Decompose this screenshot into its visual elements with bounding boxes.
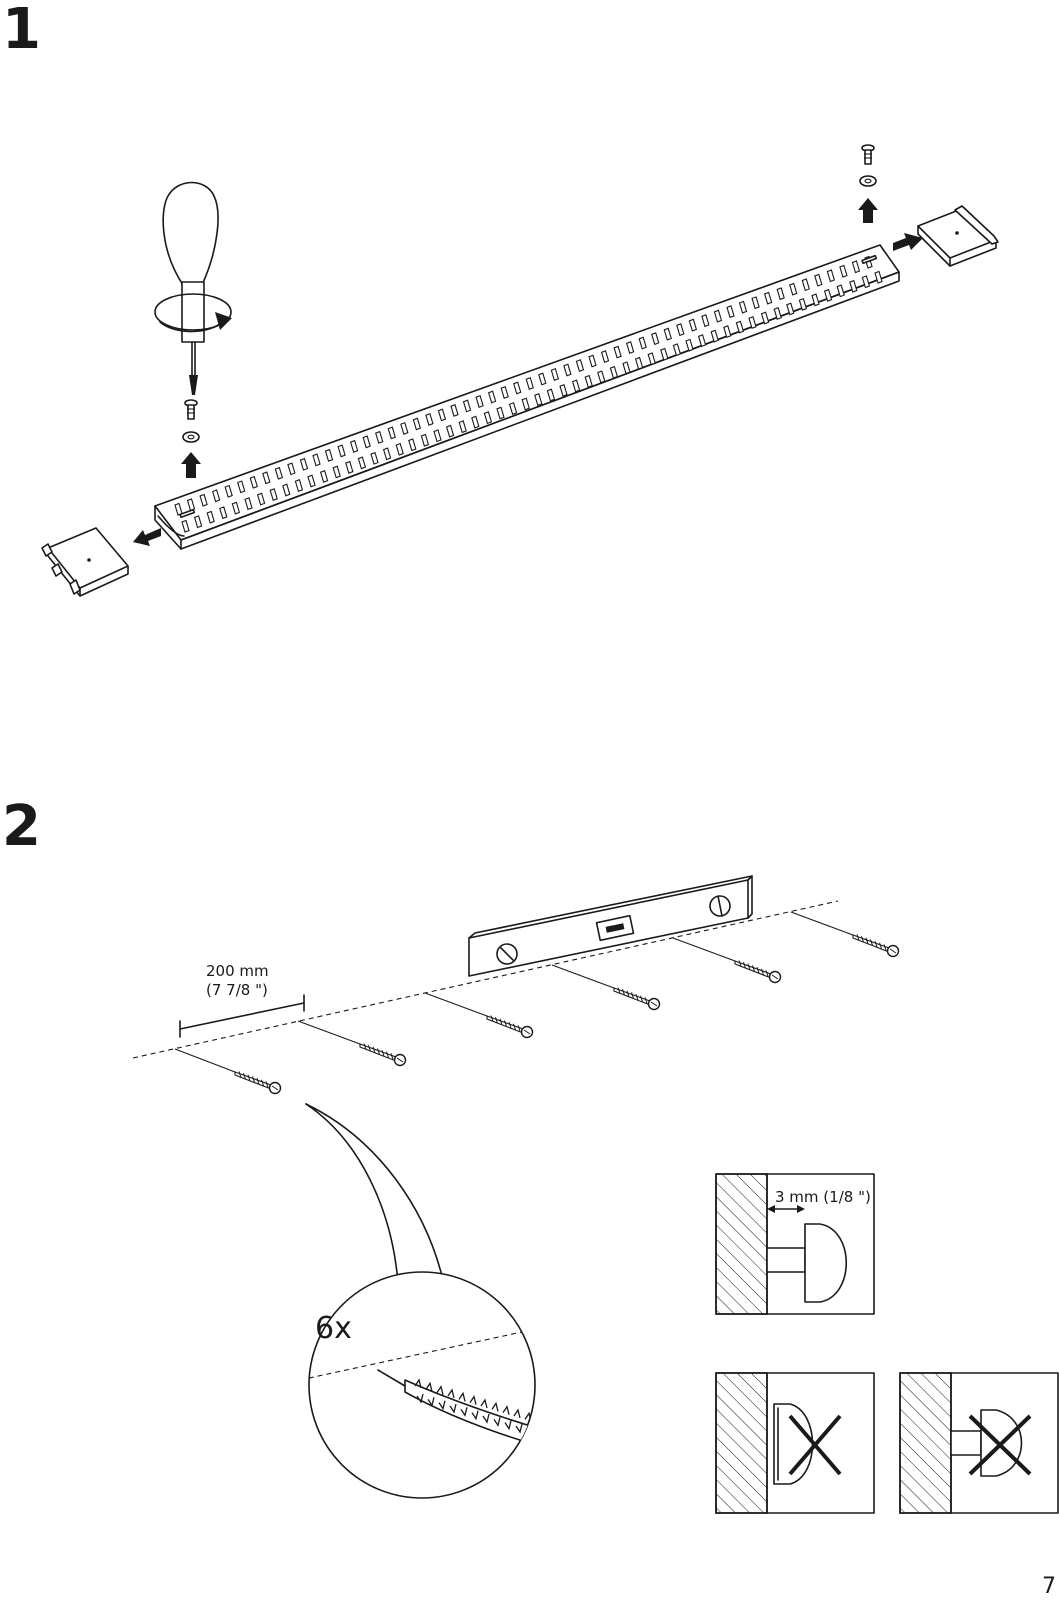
perforated-rail — [155, 245, 899, 549]
spacing-mm-label: 200 mm — [206, 962, 269, 980]
washer-icon — [860, 176, 876, 186]
wall-screw-icon — [853, 935, 899, 957]
screwdriver-icon — [163, 183, 218, 396]
step-2-number: 2 — [2, 794, 41, 859]
wall-screw-icon — [360, 1044, 406, 1066]
wall-screw-icon — [487, 1016, 533, 1038]
wall-screw-icon — [614, 988, 660, 1010]
magnifier-callout: 6x — [300, 1104, 620, 1498]
washer-icon — [183, 432, 199, 442]
end-cap-left — [42, 528, 128, 596]
end-cap-right — [918, 206, 998, 266]
screw-icon — [185, 400, 197, 419]
wall-screw-icon — [735, 961, 781, 983]
detail-wrong-too-deep — [716, 1373, 874, 1513]
detail-wrong-too-far — [900, 1373, 1058, 1513]
up-arrow-icon — [181, 452, 201, 478]
spirit-level-icon — [469, 876, 752, 976]
screw-icon — [862, 145, 874, 164]
spacing-dimension: 200 mm (7 7/8 ") — [180, 962, 304, 1037]
up-arrow-icon — [858, 198, 878, 223]
wall-screw-icon — [235, 1072, 281, 1094]
quantity-label: 6x — [315, 1311, 352, 1346]
gap-label: 3 mm (1/8 ") — [775, 1188, 871, 1206]
detail-correct-gap: 3 mm (1/8 ") — [716, 1174, 874, 1314]
left-arrow-icon — [133, 528, 161, 546]
spacing-in-label: (7 7/8 ") — [206, 981, 268, 999]
right-arrow-icon — [893, 233, 923, 251]
page-number: 7 — [1042, 1574, 1056, 1599]
step-1-number: 1 — [2, 0, 41, 62]
